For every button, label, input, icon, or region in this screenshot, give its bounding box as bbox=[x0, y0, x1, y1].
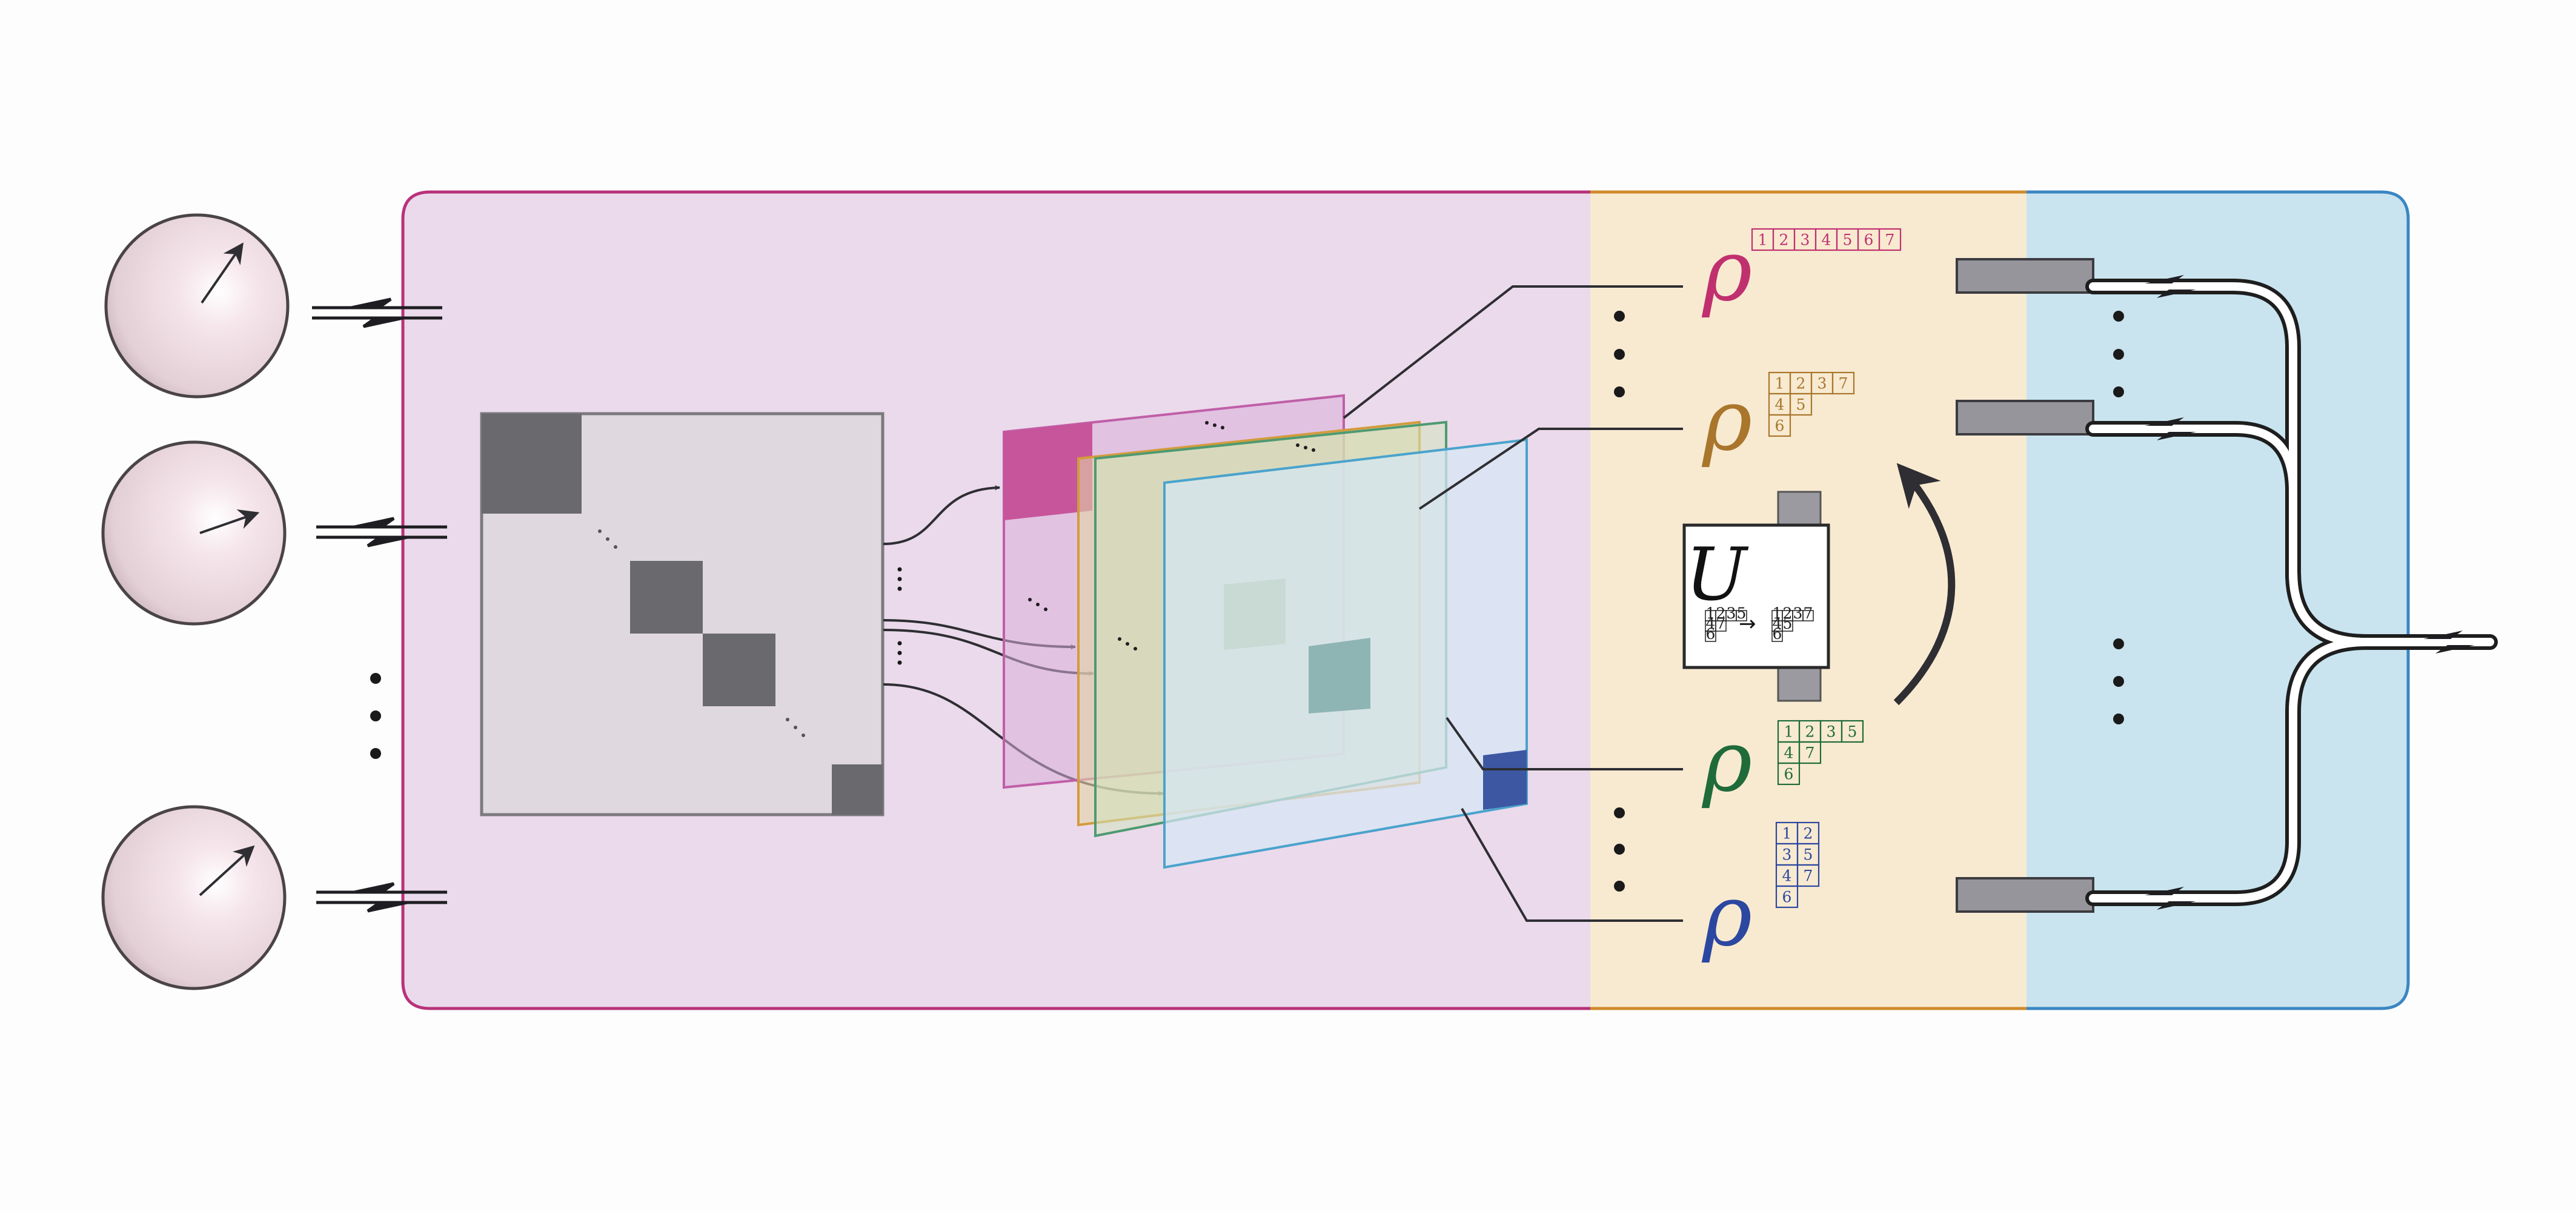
tableau-cell bbox=[1768, 414, 1791, 437]
tableau-cell bbox=[1831, 371, 1855, 395]
tableau-entry: 3 bbox=[1793, 604, 1803, 622]
tableau-entry: 7 bbox=[1804, 867, 1813, 885]
tableau-entry: 3 bbox=[1817, 375, 1827, 392]
unitary-label: U bbox=[1685, 533, 1749, 617]
tableau-entry: 6 bbox=[1775, 417, 1785, 435]
tableau-entry: 1 bbox=[1758, 231, 1768, 249]
tableau-entry: 5 bbox=[1848, 723, 1857, 741]
tableau-entry: 1 bbox=[1773, 604, 1782, 622]
tableau-entry: 4 bbox=[1782, 867, 1792, 885]
tableau-entry: 2 bbox=[1716, 604, 1726, 622]
tableau-entry: 2 bbox=[1804, 825, 1813, 843]
diagonal-dots bbox=[598, 529, 805, 737]
waveguide-arrowheads bbox=[2145, 275, 2475, 910]
tableau-entry: 6 bbox=[1706, 625, 1716, 643]
tableau-cell bbox=[1796, 864, 1820, 887]
qubit-ellipsis bbox=[370, 673, 381, 759]
tableau-entry: 2 bbox=[1805, 723, 1815, 741]
tableau-cell bbox=[1789, 392, 1813, 416]
tableau-entry: 1 bbox=[1784, 723, 1794, 741]
tableau-entry: 4 bbox=[1773, 615, 1782, 632]
leader-lines bbox=[1343, 285, 1683, 922]
tableau-entry: 2 bbox=[1796, 375, 1806, 392]
rho-magenta: ρ bbox=[1701, 222, 1752, 320]
matrix-block bbox=[630, 561, 703, 634]
sphere-link bbox=[316, 882, 447, 913]
tableau-entry: 7 bbox=[1716, 615, 1726, 632]
tableau-cell bbox=[1841, 720, 1864, 743]
tableau-entry: 3 bbox=[1727, 604, 1736, 622]
tableau-entry: 6 bbox=[1773, 625, 1782, 643]
matrix-block bbox=[482, 414, 582, 514]
tableau-cell bbox=[1736, 610, 1747, 621]
tableau-entry: 4 bbox=[1784, 744, 1794, 762]
tableau-entry: 6 bbox=[1864, 231, 1874, 249]
tableau-entry: 7 bbox=[1839, 375, 1848, 392]
tableau-entry: 7 bbox=[1805, 744, 1815, 762]
tableau-entry: 4 bbox=[1706, 615, 1716, 632]
tableau-entry: 1 bbox=[1782, 825, 1792, 843]
qubit-sphere bbox=[101, 440, 287, 626]
tableau-entry: 7 bbox=[1885, 231, 1895, 249]
rho-green: ρ bbox=[1701, 712, 1752, 811]
tableau-entry: 2 bbox=[1783, 604, 1793, 622]
qubit-sphere bbox=[104, 213, 290, 399]
sphere-link bbox=[316, 517, 447, 548]
qubit-sphere bbox=[101, 805, 287, 990]
tableau-entry: 4 bbox=[1775, 396, 1785, 414]
tableau-entry: 5 bbox=[1783, 615, 1793, 632]
matrix-block bbox=[832, 764, 883, 815]
irrep-layer-blue bbox=[1163, 438, 1528, 869]
tableau-entry: 5 bbox=[1796, 396, 1806, 414]
tableau-cell bbox=[1705, 631, 1716, 642]
tableau-entry: 5 bbox=[1737, 604, 1747, 622]
block-diagonal-matrix bbox=[480, 412, 885, 816]
waveguide-ellipsis bbox=[2113, 311, 2124, 724]
tableau-cell bbox=[1878, 228, 1902, 251]
waveguide-network bbox=[2085, 279, 2498, 906]
tableau-entry: 1 bbox=[1706, 604, 1716, 622]
layer-dots bbox=[1028, 421, 1315, 651]
tableau-entry: 7 bbox=[1804, 604, 1813, 622]
matrix-block bbox=[703, 634, 775, 706]
tableau-cell bbox=[1775, 885, 1799, 909]
tableau-entry: 1 bbox=[1775, 375, 1785, 392]
rho-ellipsis bbox=[1614, 311, 1625, 892]
tableau-entry: 2 bbox=[1779, 231, 1789, 249]
rho-blue: ρ bbox=[1701, 867, 1752, 965]
tableau-cell bbox=[1802, 610, 1814, 621]
rho-gold: ρ bbox=[1701, 371, 1752, 470]
tableau-entry: 5 bbox=[1843, 231, 1853, 249]
tableau-entry: 4 bbox=[1822, 231, 1831, 249]
tableau-entry: 6 bbox=[1782, 889, 1792, 906]
gate-arrow-glyph: → bbox=[1739, 612, 1756, 636]
tableau-entry: 5 bbox=[1804, 846, 1813, 864]
sphere-link bbox=[312, 297, 442, 328]
tableau-entry: 3 bbox=[1782, 846, 1792, 864]
tableau-cell bbox=[1782, 620, 1793, 632]
tableau-cell bbox=[1771, 631, 1783, 642]
waveguide-ports bbox=[1956, 258, 2094, 913]
tableau-entry: 3 bbox=[1827, 723, 1836, 741]
tableau-entry: 6 bbox=[1784, 766, 1794, 783]
tableau-cell bbox=[1798, 741, 1822, 764]
tableau-cell bbox=[1777, 762, 1801, 786]
vertical-ellipsis bbox=[897, 567, 902, 665]
tableau-cell bbox=[1715, 620, 1727, 632]
action-arrow bbox=[1893, 463, 1956, 706]
tableau-entry: 3 bbox=[1801, 231, 1810, 249]
